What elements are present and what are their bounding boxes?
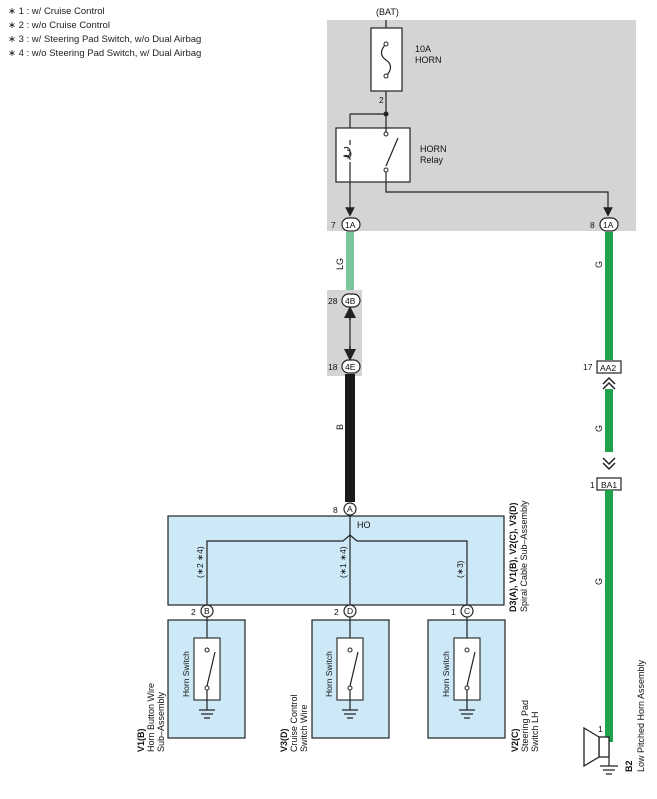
wire-g-lower [605,490,613,742]
fuse-icon [370,27,403,92]
wire-b [345,374,355,502]
switch-label-v1: Horn Switch [181,651,191,697]
connector-1a-left [341,217,361,232]
switch-id-v1: V1(B) [136,728,146,752]
horn-icon [583,726,610,768]
fuse-amp: 10A [415,44,431,54]
horn-name: Low Pitched Horn Assembly [636,659,646,772]
switch-id-v3: V3(D) [279,728,289,752]
relay-name: HORN [420,144,447,154]
branch-label-left: (∗2 ∗4) [195,546,205,578]
spiral-in-label: A [347,504,353,514]
c4e-label: 4E [345,362,356,372]
ground-icon [342,709,358,719]
switch-name1-v1: Horn Button Wire [146,683,156,752]
c1a-left-label: 1A [345,220,356,230]
wire-g-upper [605,232,613,360]
switch-label-v3: Horn Switch [324,651,334,697]
power-source-label: (BAT) [376,7,399,17]
b2-pin: 1 [598,724,603,734]
branch-label-mid: (∗1 ∗4) [338,546,348,578]
d-out-label: D [347,606,353,616]
switch-name2-v1: Sub–Assembly [156,691,166,752]
wire-g-mid [605,389,613,452]
chevron-down-icon [602,457,616,471]
fuse-name: HORN [415,55,442,65]
fuse-pin: 2 [379,95,384,105]
connector-spiral-a [343,502,357,516]
c4e-pin: 18 [328,362,338,372]
switch-name2-v3: Switch Wire [299,704,309,752]
relay-word: Relay [420,155,444,165]
branch-label-right: (∗3) [455,560,465,578]
wire-g-lower-label: G [594,578,604,585]
c1a-right-pin: 8 [590,220,595,230]
c1a-right-label: 1A [603,220,614,230]
c-out-pin: 1 [451,607,456,617]
b-out-label: B [204,606,210,616]
spiral-name: Spiral Cable Sub–Assembly [519,500,529,612]
connector-aa2 [596,360,622,374]
b-out-pin: 2 [191,607,196,617]
switch-icon [206,651,216,687]
aa2-pin: 17 [583,362,593,372]
fuse-element [380,43,392,77]
horn-id: B2 [624,760,634,772]
ba1-pin: 1 [590,480,595,490]
switch-label-v2: Horn Switch [441,651,451,697]
spiral-node-label: HO [357,520,371,530]
c1a-left-pin: 7 [331,220,336,230]
wire-lg-label: LG [335,258,345,270]
spiral-cable-sub-assembly [167,515,505,606]
wire-g-mid-label: G [594,425,604,432]
footnote-4: ∗ 4 : w/o Steering Pad Switch, w/ Dual A… [8,48,202,59]
switch-name1-v3: Cruise Control [289,694,299,752]
spiral-in-pin: 8 [333,505,338,515]
footnote-2: ∗ 2 : w/o Cruise Control [8,20,110,31]
connector-1a-right [599,217,619,232]
relay-coil-icon [342,146,352,161]
ba1-label: BA1 [601,480,617,490]
ground-icon [600,765,618,775]
relay-contact-icon [385,137,399,167]
switch-id-v2: V2(C) [510,728,520,752]
ground-icon [459,709,475,719]
wire-lg [346,232,354,294]
switch-name1-v2: Steering Pad [520,700,530,752]
wire-b-label: B [335,424,345,430]
switch-icon [349,651,359,687]
horn-relay [335,127,411,183]
footnote-1: ∗ 1 : w/ Cruise Control [8,6,105,17]
c4b-pin: 28 [328,296,338,306]
d-out-pin: 2 [334,607,339,617]
c4b-label: 4B [345,296,356,306]
c-out-label: C [464,606,470,616]
footnote-3: ∗ 3 : w/ Steering Pad Switch, w/o Dual A… [8,34,202,45]
ground-icon [199,709,215,719]
wire-g-upper-label: G [594,261,604,268]
chevron-up-icon [602,376,616,390]
aa2-label: AA2 [600,363,616,373]
switch-name2-v2: Switch LH [530,711,540,752]
spiral-id: D3(A), V1(B), V2(C), V3(D) [508,502,518,612]
switch-icon [466,651,476,687]
connector-4e [341,359,361,374]
